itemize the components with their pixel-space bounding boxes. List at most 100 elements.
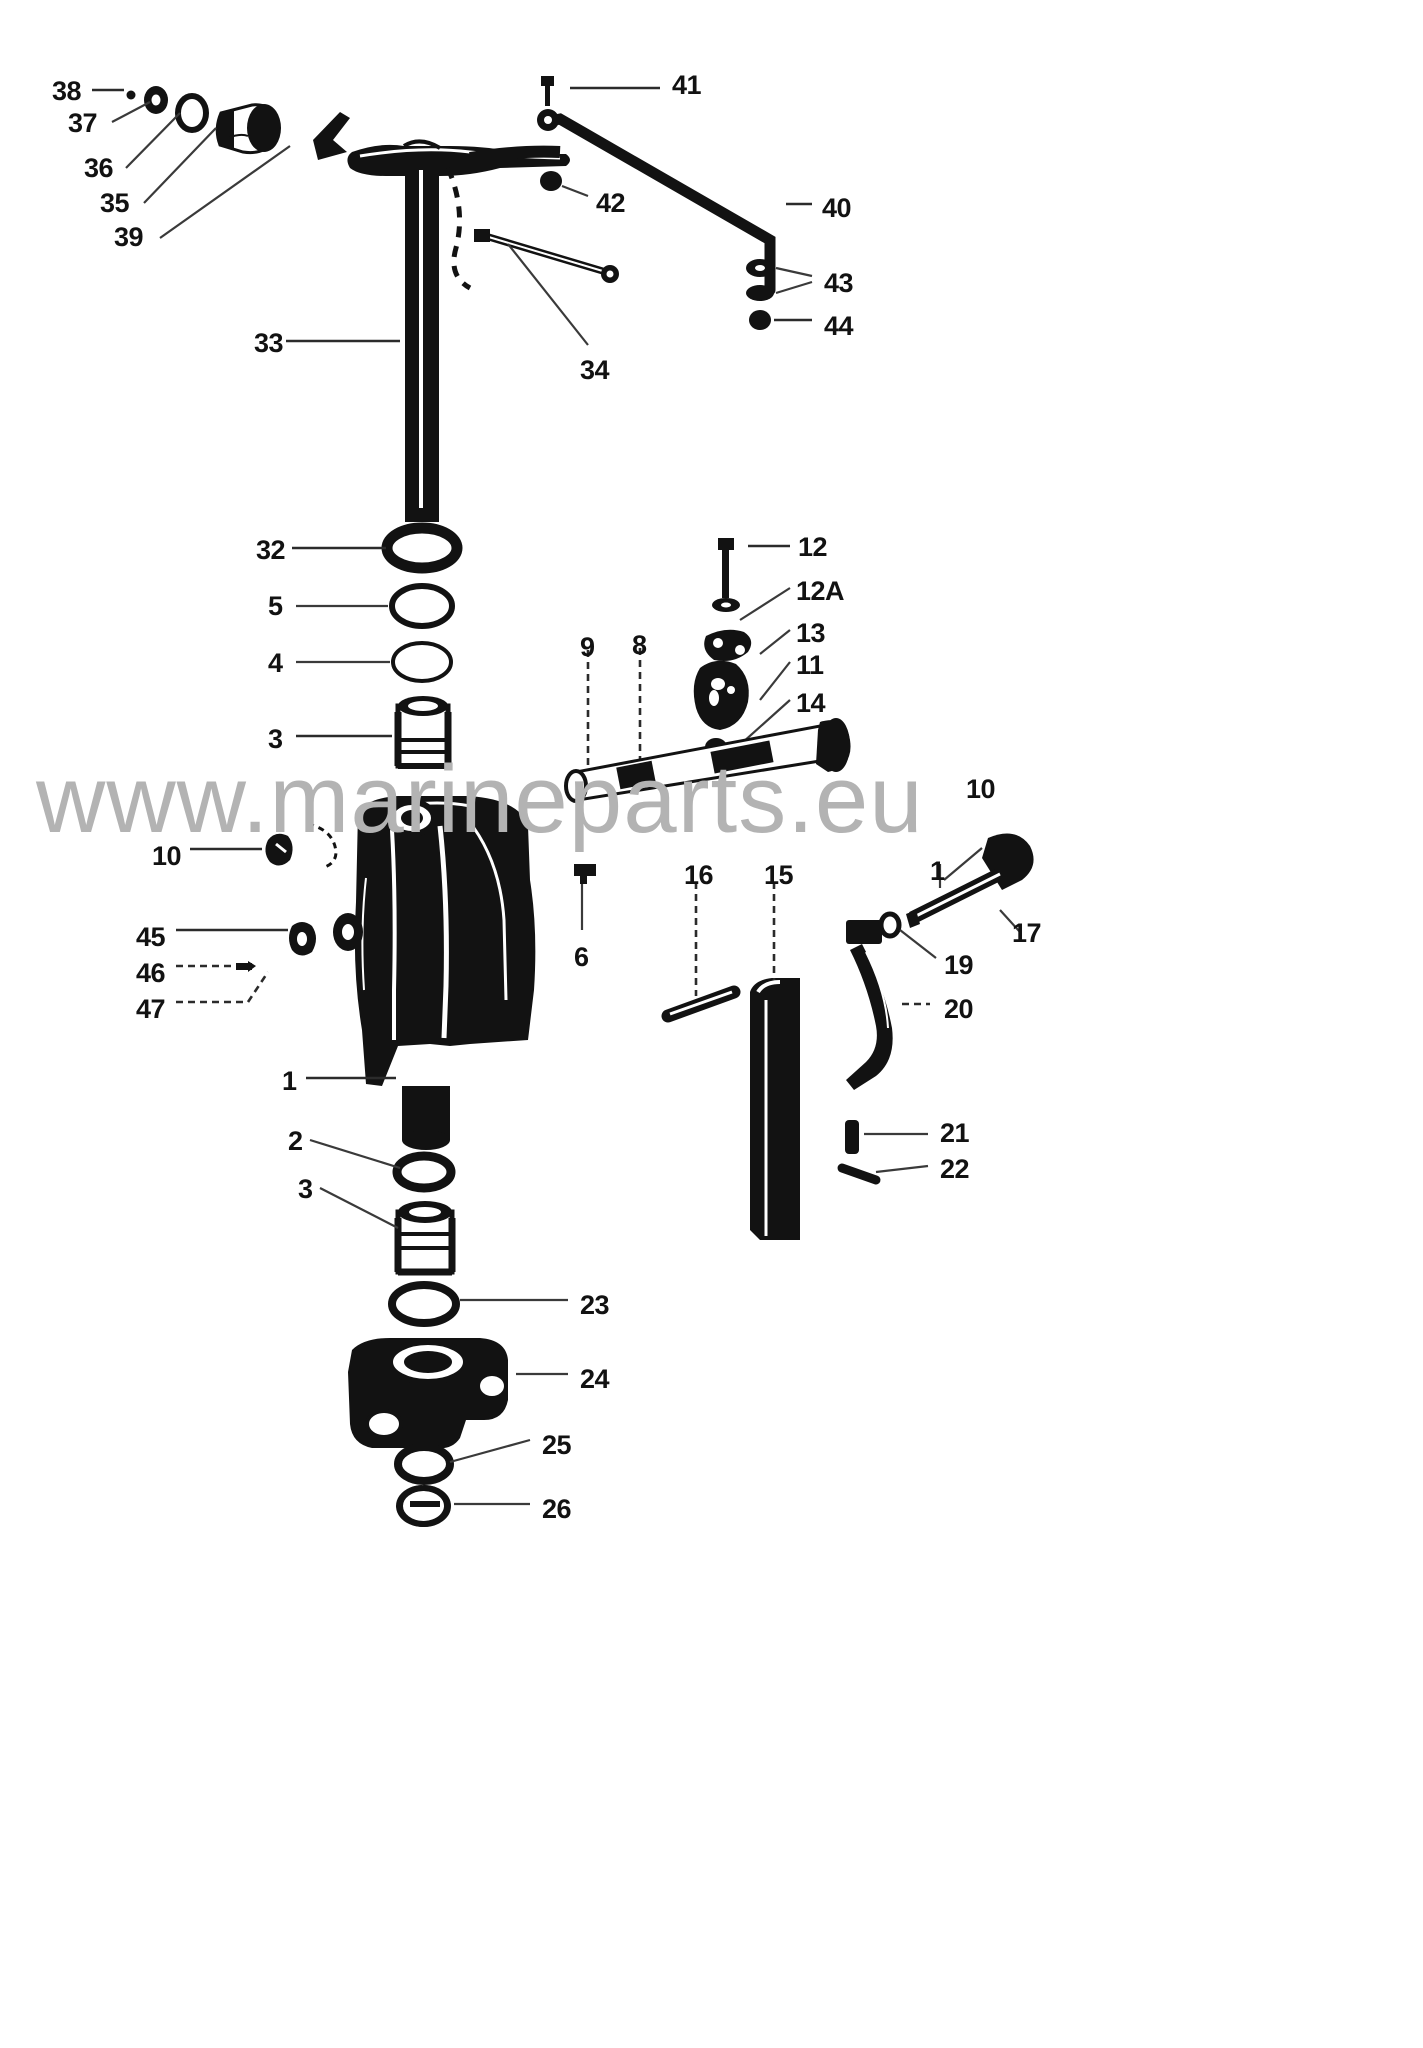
- leader-25: [449, 1438, 531, 1464]
- callout-label-40: 40: [822, 193, 852, 223]
- part-20-bellcrank: [846, 920, 893, 1090]
- callout-label-24: 24: [580, 1364, 610, 1394]
- leader-10-top: [943, 847, 983, 881]
- callout-label-42: 42: [596, 188, 626, 218]
- part-17-18-handle: [906, 833, 1034, 928]
- part-3-top-bushing: [394, 696, 452, 769]
- leader-3-bottom: [319, 1187, 399, 1229]
- part-44-nut: [749, 310, 771, 330]
- callout-label-33: 33: [254, 328, 284, 358]
- part-26-snapring: [396, 1485, 451, 1527]
- leader-37: [111, 101, 151, 123]
- part-22-pin: [837, 1163, 881, 1185]
- leader-36: [125, 112, 181, 169]
- part-6-pin: [574, 864, 596, 884]
- callout-label-23: 23: [580, 1290, 610, 1320]
- callout-label-9: 9: [580, 632, 595, 662]
- part-43-washer-b: [746, 285, 774, 301]
- leader-11: [759, 661, 791, 701]
- part-5-oring: [389, 583, 455, 629]
- part-46-screw: [236, 961, 256, 972]
- part-3-bottom-bushing: [394, 1201, 456, 1276]
- callout-label-38: 38: [52, 76, 82, 106]
- callout-label-47: 47: [136, 994, 166, 1024]
- part-42-nut: [540, 171, 562, 191]
- callout-label-2: 2: [288, 1126, 303, 1156]
- part-clip-wedge: [313, 112, 350, 160]
- part-12A-washer: [712, 598, 740, 612]
- part-23-oring: [388, 1281, 460, 1327]
- part-32-bearing: [381, 522, 463, 574]
- callout-label-19: 19: [944, 950, 974, 980]
- callout-label-3b: 3: [298, 1174, 313, 1204]
- leader-19: [899, 929, 937, 959]
- callout-label-45: 45: [136, 922, 166, 952]
- part-1-swivel-bracket: [333, 796, 536, 1150]
- callout-label-16: 16: [684, 860, 714, 890]
- callout-label-12: 12: [798, 532, 828, 562]
- callout-label-10t: 10: [966, 774, 996, 804]
- part-47-bracket-line: [176, 971, 270, 1004]
- leader-43a: [775, 266, 813, 278]
- leader-12A: [739, 587, 791, 621]
- callout-label-15: 15: [764, 860, 794, 890]
- callout-label-25: 25: [542, 1430, 572, 1460]
- callout-label-10l: 10: [152, 841, 182, 871]
- callout-label-26: 26: [542, 1494, 572, 1524]
- callout-label-22: 22: [940, 1154, 970, 1184]
- part-24-lower-casting: [348, 1338, 508, 1449]
- part-2-bearing: [392, 1151, 456, 1193]
- leader-2: [309, 1138, 401, 1170]
- callout-label-3t: 3: [268, 724, 283, 754]
- callout-label-43: 43: [824, 268, 854, 298]
- leader-34: [507, 243, 589, 346]
- part-12-bolt: [718, 538, 734, 598]
- callout-label-39: 39: [114, 222, 144, 252]
- callout-label-46: 46: [136, 958, 166, 988]
- part-13-link: [704, 629, 752, 661]
- callout-label-1: 1: [282, 1066, 297, 1096]
- callout-label-11: 11: [796, 650, 824, 680]
- callout-label-36: 36: [84, 153, 114, 183]
- part-39-boot: [215, 103, 281, 155]
- part-10-left-clip: [265, 822, 338, 870]
- leader-22: [875, 1164, 929, 1174]
- callout-label-13: 13: [796, 618, 826, 648]
- part-38-pin: [126, 90, 136, 100]
- callout-label-37: 37: [68, 108, 98, 138]
- callout-label-44: 44: [824, 311, 854, 341]
- part-21-bushing: [845, 1120, 859, 1154]
- part-35-oring: [175, 93, 209, 133]
- callout-label-4: 4: [268, 648, 283, 678]
- callout-label-5: 5: [268, 591, 283, 621]
- callout-label-12A: 12A: [796, 576, 845, 606]
- callout-label-35: 35: [100, 188, 130, 218]
- leader-42: [561, 184, 589, 198]
- part-15-handle-bar: [750, 978, 800, 1240]
- leader-39: [159, 145, 291, 239]
- callout-label-17: 17: [1012, 918, 1042, 948]
- callout-label-14: 14: [796, 688, 826, 718]
- leader-13: [759, 629, 791, 655]
- cross-tube-assembly: [564, 718, 851, 803]
- part-16-rod: [661, 985, 741, 1023]
- part-33-shaft: [405, 166, 439, 522]
- callout-label-34: 34: [580, 355, 610, 385]
- part-45-plate: [289, 922, 316, 956]
- part-4-oring: [391, 641, 453, 683]
- leader-43b: [775, 280, 813, 295]
- part-group-tiller: [347, 76, 776, 330]
- part-41-bolt: [541, 76, 554, 106]
- part-34-pin: [474, 229, 619, 283]
- leader-17: [999, 909, 1021, 933]
- callout-label-32: 32: [256, 535, 286, 565]
- callout-label-20: 20: [944, 994, 974, 1024]
- part-25-oring: [394, 1443, 454, 1485]
- callout-label-1r: 1: [930, 856, 945, 886]
- part-11-housing: [693, 660, 749, 730]
- leader-35: [143, 127, 217, 204]
- callout-label-21: 21: [940, 1118, 970, 1148]
- callout-label-6: 6: [574, 942, 589, 972]
